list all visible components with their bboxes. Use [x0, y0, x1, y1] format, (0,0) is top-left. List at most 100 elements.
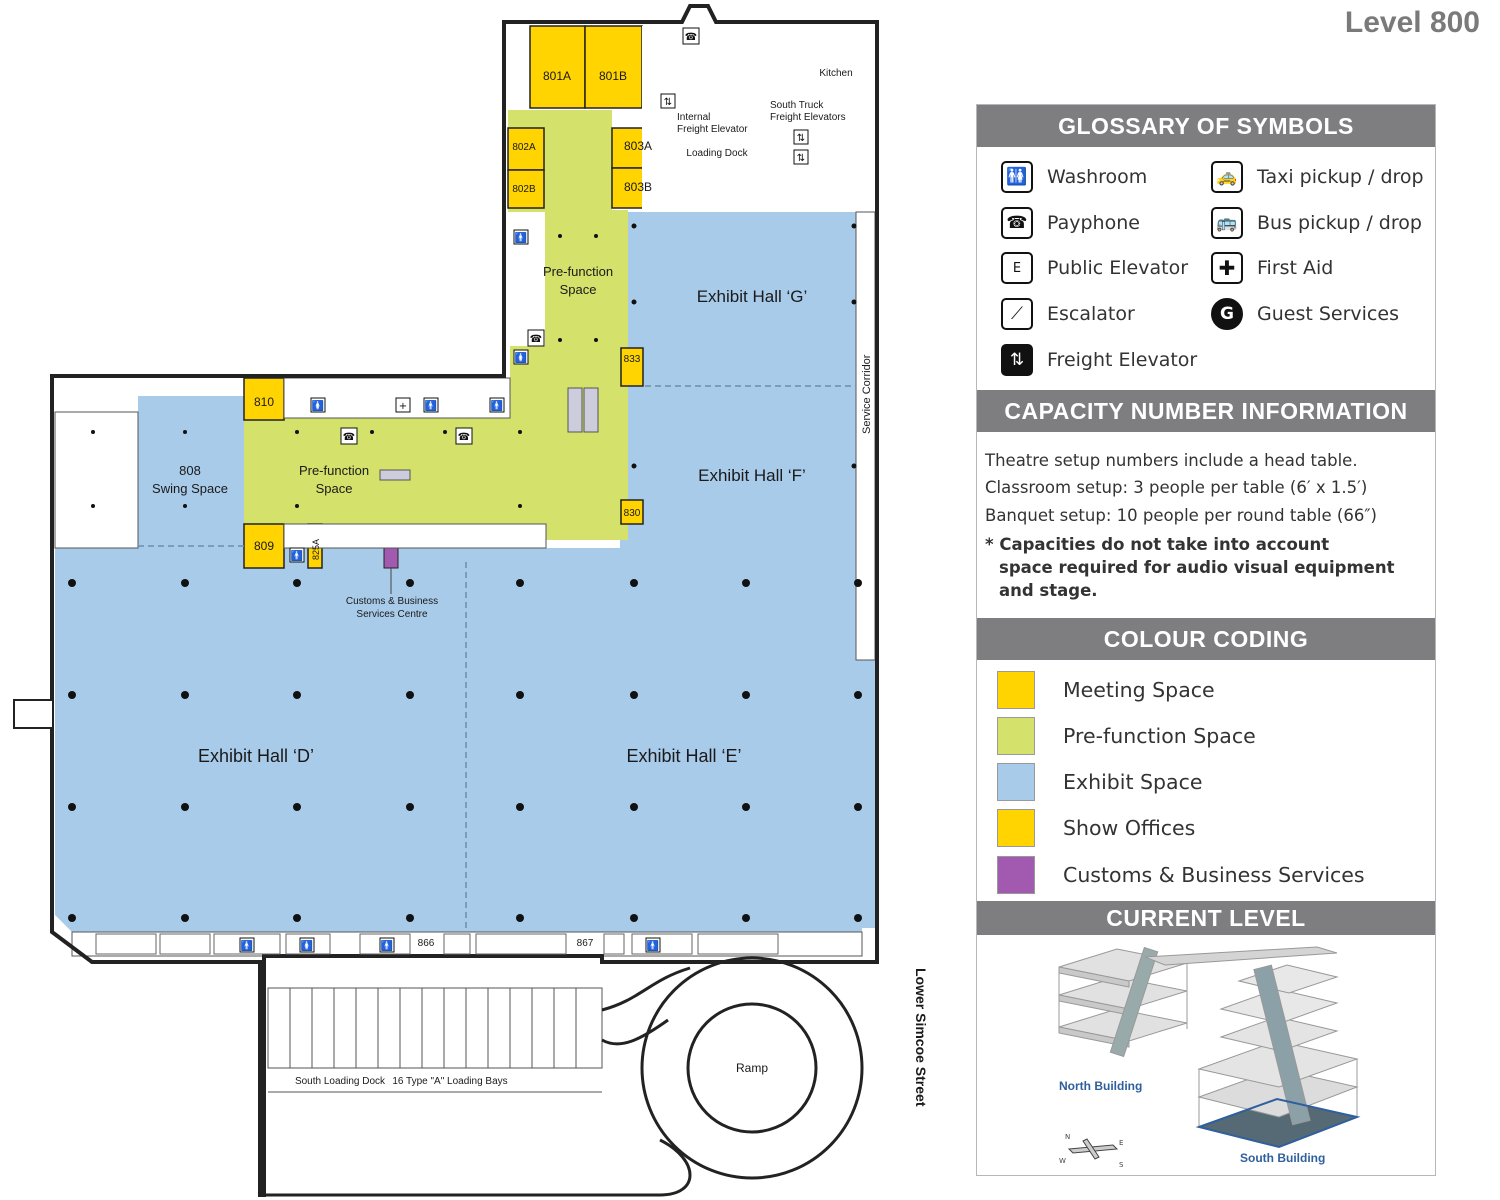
- customs-label-line2: Services Centre: [356, 609, 428, 620]
- swing-space-area[interactable]: [138, 396, 246, 548]
- west-bump: [13, 699, 52, 729]
- south-band-rooms: [95, 933, 779, 955]
- glossary-label: Taxi pickup / drop: [1257, 166, 1424, 188]
- south-building-stack: [1197, 964, 1359, 1148]
- glossary-label: Payphone: [1047, 212, 1140, 234]
- svg-text:🚺: 🚺: [312, 399, 324, 412]
- colour-label: Customs & Business Services: [1063, 863, 1365, 887]
- svg-text:☎: ☎: [685, 32, 697, 43]
- escalator-icon: ⟋: [1001, 298, 1033, 330]
- capacity-line-banquet: Banquet setup: 10 people per round table…: [985, 506, 1377, 525]
- taxi-icon: 🚕: [1211, 161, 1243, 193]
- capacity-note-line2: space required for audio visual equipmen…: [999, 558, 1395, 577]
- floor-plan-map: 801A 801B 802A 802B 803A 803B 810 809 82…: [13, 4, 929, 1197]
- colour-item-prefunction: Pre-function Space: [997, 717, 1256, 755]
- room-801b-label: 801B: [599, 69, 627, 83]
- svg-text:🚹: 🚹: [647, 939, 659, 952]
- glossary-item-payphone: ☎ Payphone: [1001, 205, 1140, 241]
- svg-text:☎: ☎: [343, 432, 355, 443]
- svg-text:⇅: ⇅: [797, 133, 805, 144]
- prefunction-space-area[interactable]: [244, 110, 628, 540]
- colour-coding-header: COLOUR CODING: [977, 618, 1435, 660]
- glossary-label: First Aid: [1257, 257, 1334, 279]
- glossary-item-freight-elevator: ⇅ Freight Elevator: [1001, 342, 1197, 378]
- map-symbols: ☎ ☎ ☎ ☎ + 🚹 🚺 🚹 🚺 🚹 🚹 🚹 🚺 🚹 🚹 ⇅ ⇅ ⇅: [239, 27, 809, 953]
- colour-label: Meeting Space: [1063, 678, 1215, 702]
- svg-text:+: +: [399, 401, 407, 412]
- capacity-note: * Capacities do not take into account sp…: [985, 533, 1394, 602]
- colour-label: Exhibit Space: [1063, 770, 1203, 794]
- room-801a[interactable]: [529, 25, 586, 109]
- bridge: [1144, 946, 1338, 966]
- capacity-note-line3: and stage.: [999, 581, 1098, 600]
- glossary-header: GLOSSARY OF SYMBOLS: [977, 105, 1435, 147]
- svg-text:⇅: ⇅: [797, 153, 805, 164]
- current-level-highlight: [1195, 1097, 1361, 1149]
- south-loading-dock-label: South Loading Dock: [295, 1076, 386, 1087]
- prefunction-swatch: [997, 717, 1035, 755]
- exhibit-halls-d-e-area[interactable]: [55, 548, 875, 932]
- payphone-icon: ☎: [1001, 207, 1033, 239]
- show-offices-swatch: [997, 809, 1035, 847]
- loading-bays-label: 16 Type "A" Loading Bays: [392, 1076, 507, 1087]
- glossary-label: Freight Elevator: [1047, 349, 1198, 371]
- glossary-item-public-elevator: E Public Elevator: [1001, 250, 1188, 286]
- room-803a-label: 803A: [624, 139, 652, 153]
- svg-text:🚹: 🚹: [241, 939, 253, 952]
- bus-icon: 🚌: [1211, 207, 1243, 239]
- exhibit-halls-g-f-area[interactable]: [620, 212, 856, 562]
- capacity-line-theatre: Theatre setup numbers include a head tab…: [985, 451, 1358, 470]
- svg-text:🚺: 🚺: [301, 939, 313, 952]
- svg-text:☎: ☎: [458, 432, 470, 443]
- capacity-header: CAPACITY NUMBER INFORMATION: [977, 390, 1435, 432]
- prefunction-north-line2: Space: [560, 282, 597, 297]
- glossary-item-guest-services: G Guest Services: [1211, 296, 1399, 332]
- room-830[interactable]: [620, 499, 644, 525]
- glossary-label: Public Elevator: [1047, 257, 1189, 279]
- glossary-item-first-aid: ✚ First Aid: [1211, 250, 1333, 286]
- south-building-label: South Building: [1240, 1151, 1326, 1165]
- room-866-label: 866: [418, 938, 435, 949]
- svg-text:🚹: 🚹: [515, 231, 527, 244]
- svg-text:🚹: 🚹: [425, 399, 437, 412]
- escalator-graphic: [379, 387, 599, 481]
- south-truck-line1: South Truck: [770, 100, 824, 111]
- svg-text:🚹: 🚹: [291, 549, 303, 562]
- room-833-label: 833: [624, 354, 641, 365]
- room-809-label: 809: [254, 539, 274, 553]
- current-level-diagram: N E S W: [1058, 946, 1361, 1169]
- room-833[interactable]: [620, 347, 644, 387]
- colour-label: Show Offices: [1063, 816, 1196, 840]
- room-803b-label: 803B: [624, 180, 652, 194]
- svg-text:N: N: [1065, 1133, 1070, 1141]
- south-service-band: [71, 931, 863, 957]
- south-truck-line2: Freight Elevators: [770, 112, 846, 123]
- structural-columns: [68, 223, 862, 922]
- north-building-label: North Building: [1059, 1079, 1143, 1093]
- prefunction-south-line1: Pre-function: [299, 463, 369, 478]
- capacity-note-line1: * Capacities do not take into account: [985, 535, 1330, 554]
- exhibit-hall-f-label: Exhibit Hall ‘F’: [698, 466, 806, 485]
- east-service-corridor: [855, 211, 876, 661]
- room-830-label: 830: [624, 508, 641, 519]
- room-802b[interactable]: [507, 169, 545, 209]
- svg-text:E: E: [1119, 1139, 1123, 1147]
- swing-space-name: Swing Space: [152, 481, 228, 496]
- ramp-drawing[interactable]: [264, 956, 864, 1197]
- room-867-label: 867: [577, 938, 594, 949]
- exhibit-hall-e-label: Exhibit Hall ‘E’: [626, 746, 741, 766]
- compass-icon: N E S W: [1059, 1133, 1124, 1169]
- kitchen-label: Kitchen: [819, 68, 852, 79]
- washroom-icon: 🚻: [1001, 161, 1033, 193]
- building-outline: [50, 4, 879, 1197]
- room-801b[interactable]: [584, 25, 643, 109]
- svg-text:W: W: [1059, 1157, 1066, 1165]
- room-802a[interactable]: [507, 127, 545, 171]
- customs-swatch: [997, 856, 1035, 894]
- south-corridor-rooms: [283, 523, 547, 549]
- swing-space-number: 808: [179, 463, 201, 478]
- north-building-stack: [1058, 946, 1188, 1058]
- room-802a-label: 802A: [512, 142, 536, 153]
- colour-label: Pre-function Space: [1063, 724, 1256, 748]
- exhibit-hall-d-label: Exhibit Hall ‘D’: [198, 746, 314, 766]
